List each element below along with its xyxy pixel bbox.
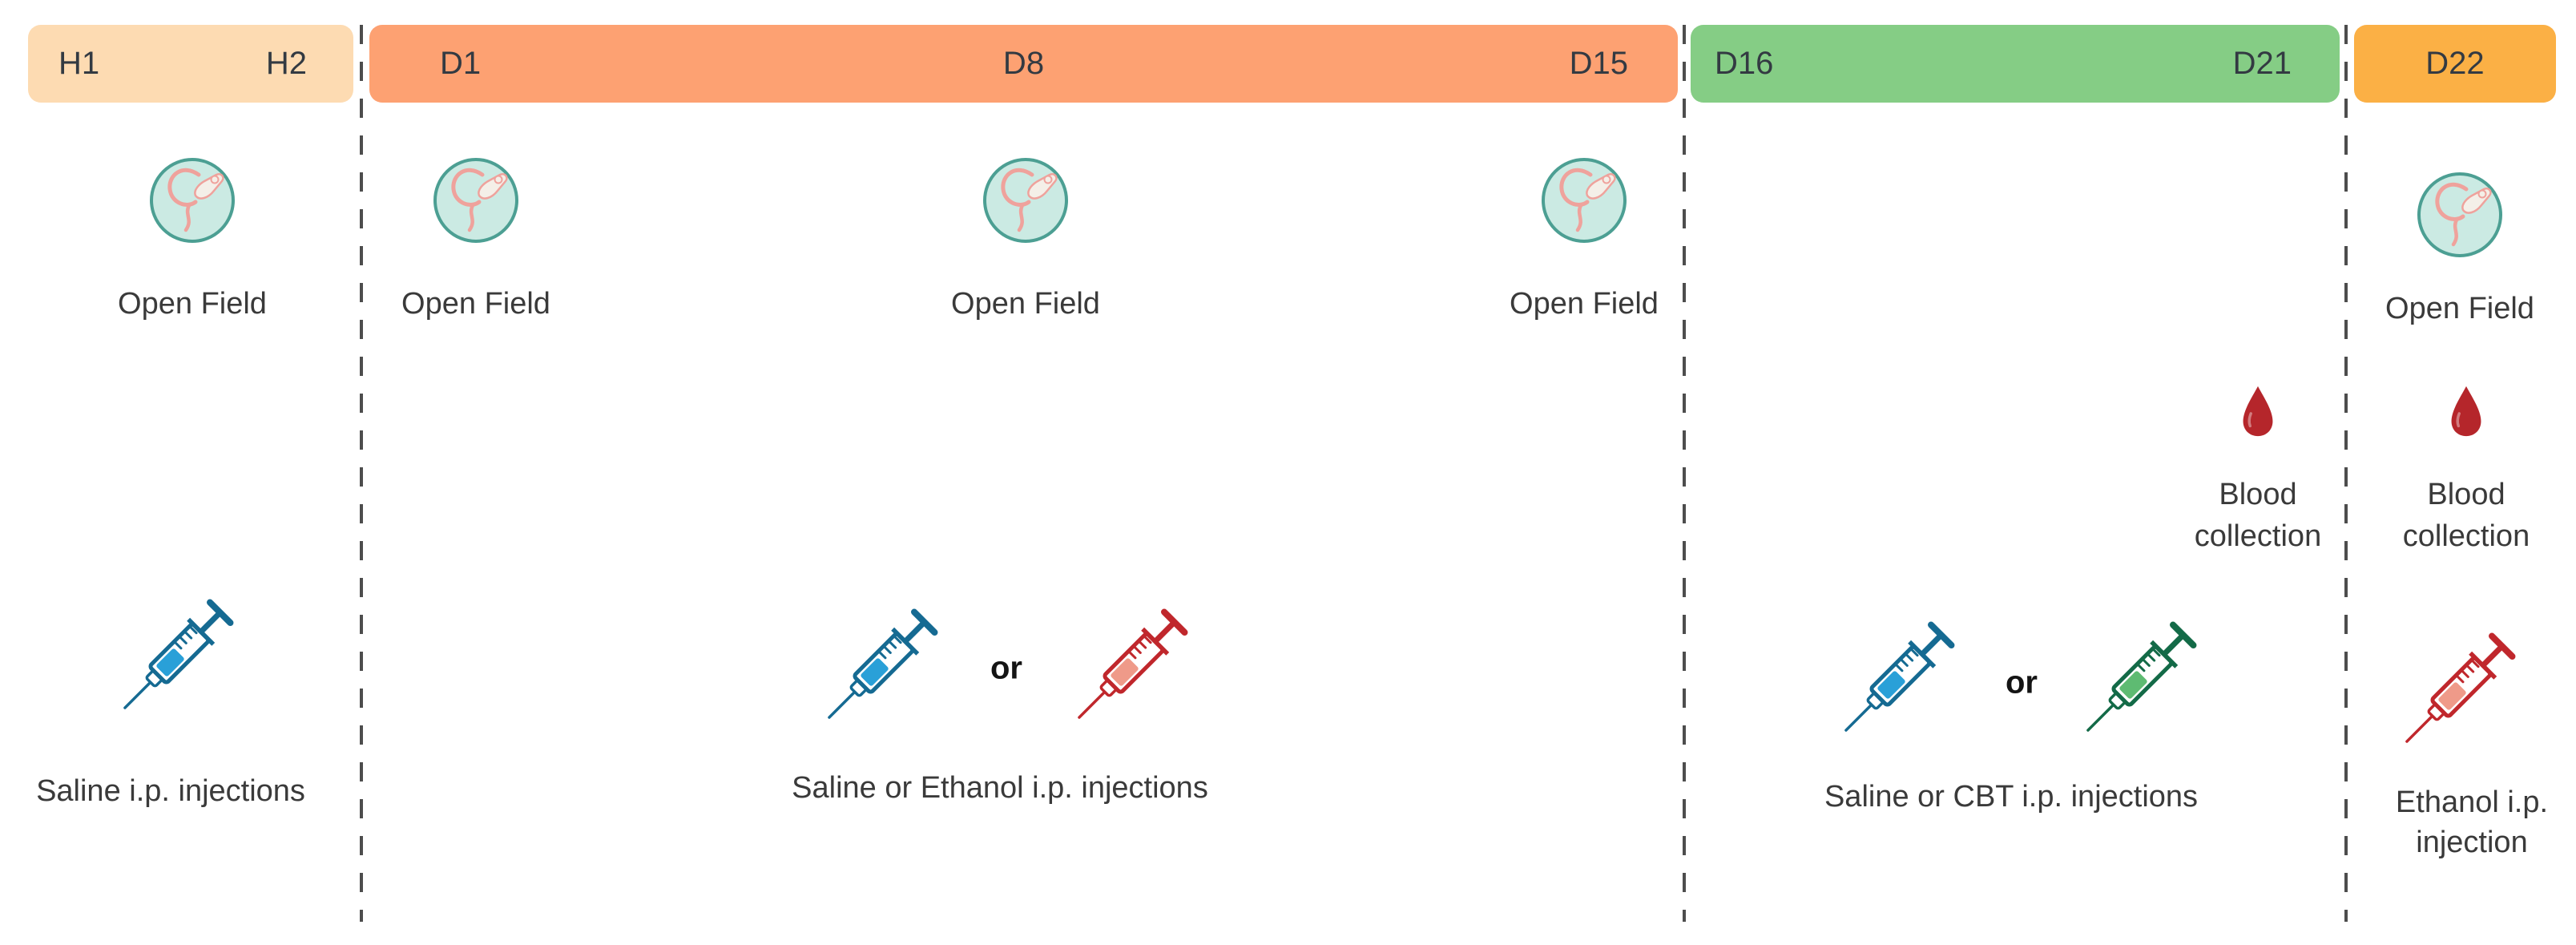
open-field-label: Open Field bbox=[401, 287, 550, 321]
phase-divider bbox=[2344, 25, 2348, 922]
phase-bar-d22: D22 bbox=[2354, 25, 2556, 103]
saline-or-ethanol-injections-label: Saline or Ethanol i.p. injections bbox=[792, 771, 1208, 805]
blue-syringe-icon bbox=[1818, 598, 1978, 758]
or-label: or bbox=[990, 650, 1022, 686]
open-field-label: Open Field bbox=[118, 287, 267, 321]
blue-syringe-icon bbox=[801, 585, 961, 745]
mouse-in-circle-icon bbox=[431, 155, 521, 245]
or-label: or bbox=[2006, 664, 2038, 701]
blood-collection-label: Blood collection bbox=[2402, 478, 2530, 553]
phase-divider bbox=[360, 25, 363, 922]
green-syringe-icon bbox=[2060, 598, 2220, 758]
open-field-event-d15: Open Field bbox=[1480, 155, 1688, 321]
phase-label-d21: D21 bbox=[2232, 46, 2292, 81]
phase-label-h1: H1 bbox=[58, 46, 100, 81]
phase-label-d1: D1 bbox=[440, 46, 482, 81]
phase-label-h2: H2 bbox=[265, 46, 307, 81]
saline-injections-label: Saline i.p. injections bbox=[36, 774, 305, 808]
ethanol-injection-label: Ethanol i.p. injection bbox=[2395, 785, 2549, 859]
blood-collection-label: Blood collection bbox=[2194, 478, 2322, 553]
mouse-in-circle-icon bbox=[147, 155, 237, 245]
open-field-label: Open Field bbox=[951, 287, 1100, 321]
phase-label-d22: D22 bbox=[2425, 46, 2485, 81]
red-syringe-icon bbox=[2379, 609, 2539, 769]
phase-divider bbox=[1683, 25, 1686, 922]
phase-label-d8: D8 bbox=[1002, 46, 1045, 81]
saline-or-cbt-injections-label: Saline or CBT i.p. injections bbox=[1824, 780, 2199, 814]
blood-drop-icon bbox=[2239, 384, 2276, 438]
phase-bar-habituation: H1 H2 bbox=[28, 25, 353, 103]
mouse-in-circle-icon bbox=[2415, 170, 2505, 260]
red-syringe-icon bbox=[1051, 585, 1211, 745]
phase-bar-d16-d21: D16 D21 bbox=[1691, 25, 2340, 103]
mouse-in-circle-icon bbox=[981, 155, 1070, 245]
open-field-label: Open Field bbox=[1510, 287, 1659, 321]
open-field-event-d8: Open Field bbox=[921, 155, 1130, 321]
blood-collection-event-d22: Blood collection bbox=[2381, 384, 2551, 557]
phase-label-d16: D16 bbox=[1715, 46, 1774, 81]
mouse-in-circle-icon bbox=[1539, 155, 1629, 245]
open-field-event-habituation: Open Field bbox=[88, 155, 296, 321]
phase-bar-d1-d15: D1 D8 D15 bbox=[369, 25, 1678, 103]
phase-label-d15: D15 bbox=[1569, 46, 1628, 81]
blood-collection-event-d21: Blood collection bbox=[2173, 384, 2343, 557]
open-field-label: Open Field bbox=[2385, 292, 2534, 325]
open-field-event-d22: Open Field bbox=[2356, 170, 2564, 326]
blue-syringe-icon bbox=[97, 575, 257, 736]
open-field-event-d1: Open Field bbox=[372, 155, 580, 321]
blood-drop-icon bbox=[2448, 384, 2485, 438]
